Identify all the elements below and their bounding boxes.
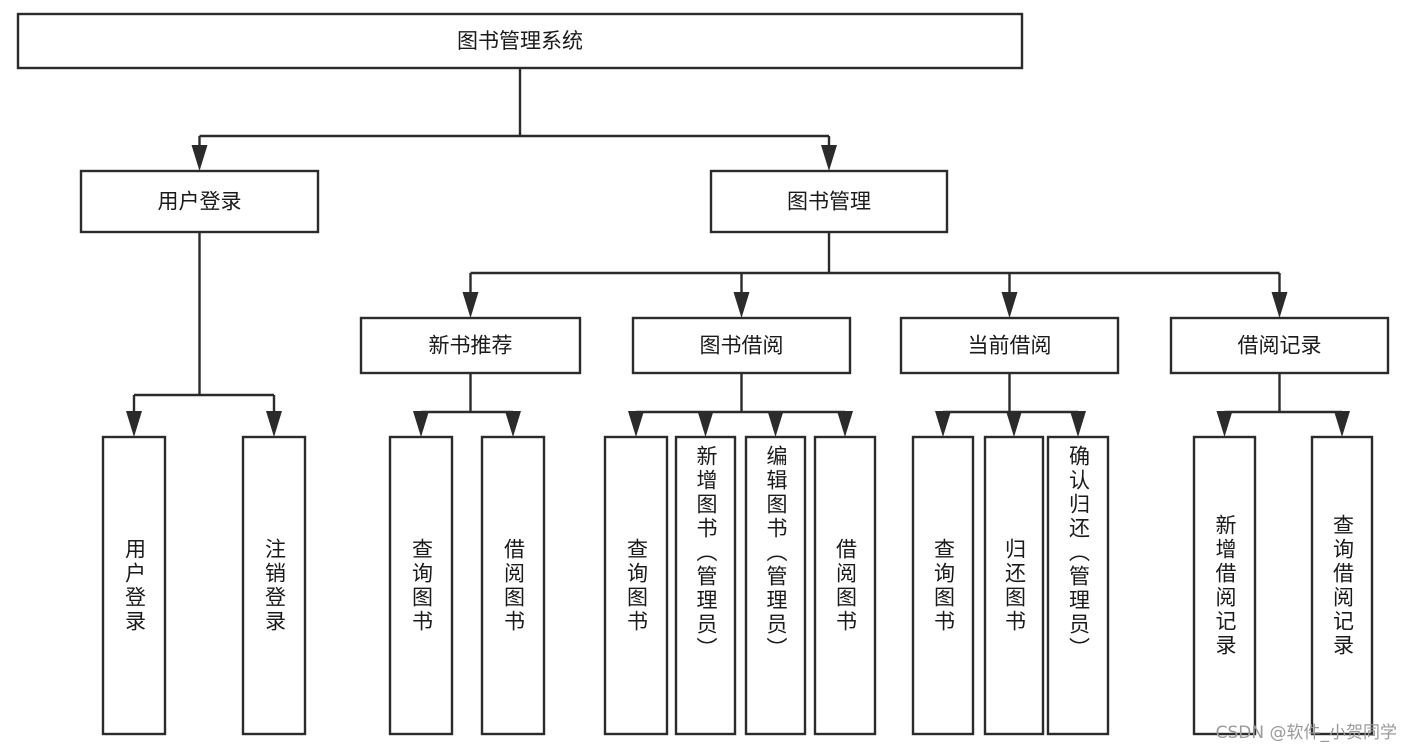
arrow-head-icon <box>837 411 853 437</box>
node-leaf-confirm-return-admin-box[interactable] <box>1046 435 1110 736</box>
node-leaf-query-book-3-box[interactable] <box>911 435 975 736</box>
node-root[interactable]: 图书管理系统 <box>16 12 1024 70</box>
node-leaf-user-logout[interactable] <box>241 435 307 736</box>
node-leaf-borrow-book-1-box[interactable] <box>480 435 546 736</box>
node-borrow-record-box[interactable] <box>1169 316 1390 375</box>
node-leaf-add-borrow-record-box[interactable] <box>1192 435 1257 736</box>
node-leaf-borrow-book-2[interactable] <box>813 435 877 736</box>
node-leaf-query-book-1[interactable] <box>388 435 454 736</box>
node-leaf-return-book-box[interactable] <box>983 435 1045 736</box>
node-book-manage-box[interactable] <box>709 169 949 234</box>
node-leaf-add-book-admin[interactable] <box>674 435 737 736</box>
node-book-borrow-box[interactable] <box>631 316 852 375</box>
node-new-book-recommend[interactable]: 新书推荐 <box>359 316 582 375</box>
arrow-head-icon <box>935 411 951 437</box>
node-leaf-confirm-return-admin[interactable] <box>1046 435 1110 736</box>
node-user-login[interactable]: 用户登录 <box>79 169 320 234</box>
node-leaf-user-logout-box[interactable] <box>241 435 307 736</box>
node-leaf-borrow-book-1[interactable] <box>480 435 546 736</box>
node-leaf-query-book-2-box[interactable] <box>603 435 669 736</box>
node-root-box[interactable] <box>16 12 1024 70</box>
arrow-head-icon <box>767 411 784 437</box>
arrow-head-icon <box>628 411 644 437</box>
node-leaf-borrow-book-2-box[interactable] <box>813 435 877 736</box>
node-borrow-record[interactable]: 借阅记录 <box>1169 316 1390 375</box>
node-current-borrow-box[interactable] <box>899 316 1120 375</box>
arrow-head-icon <box>697 411 714 437</box>
node-leaf-user-login-box[interactable] <box>101 435 167 736</box>
node-book-borrow-label: 图书借阅 <box>700 334 784 358</box>
node-book-manage-label: 图书管理 <box>787 190 871 214</box>
arrow-head-icon <box>126 411 142 437</box>
arrow-head-icon <box>1001 292 1018 318</box>
node-new-book-recommend-box[interactable] <box>359 316 582 375</box>
arrow-head-icon <box>821 145 837 171</box>
arrow-head-icon <box>1216 411 1233 437</box>
node-leaf-user-login[interactable] <box>101 435 167 736</box>
node-new-book-recommend-label: 新书推荐 <box>429 334 513 358</box>
node-leaf-edit-book-admin-box[interactable] <box>744 435 807 736</box>
arrow-head-icon <box>1006 411 1022 437</box>
node-user-login-label: 用户登录 <box>158 190 242 214</box>
node-root-label: 图书管理系统 <box>457 29 583 53</box>
node-book-borrow[interactable]: 图书借阅 <box>631 316 852 375</box>
node-leaf-add-book-admin-box[interactable] <box>674 435 737 736</box>
node-leaf-edit-book-admin[interactable] <box>744 435 807 736</box>
arrow-head-icon <box>1334 411 1350 437</box>
node-leaf-query-borrow-record[interactable] <box>1310 435 1374 736</box>
arrow-head-icon <box>191 145 208 171</box>
node-leaf-query-book-1-box[interactable] <box>388 435 454 736</box>
node-user-login-box[interactable] <box>79 169 320 234</box>
node-leaf-query-book-3[interactable] <box>911 435 975 736</box>
node-borrow-record-label: 借阅记录 <box>1238 334 1322 358</box>
arrow-head-icon <box>413 411 429 437</box>
node-leaf-query-book-2[interactable] <box>603 435 669 736</box>
arrow-head-icon <box>266 411 282 437</box>
node-leaf-return-book[interactable] <box>983 435 1045 736</box>
arrow-head-icon <box>462 292 479 318</box>
node-book-manage[interactable]: 图书管理 <box>709 169 949 234</box>
arrow-head-icon <box>1271 292 1288 318</box>
arrow-head-icon <box>505 411 521 437</box>
node-leaf-query-borrow-record-box[interactable] <box>1310 435 1374 736</box>
node-current-borrow[interactable]: 当前借阅 <box>899 316 1120 375</box>
arrow-head-icon <box>1070 411 1086 437</box>
node-leaf-add-borrow-record[interactable] <box>1192 435 1257 736</box>
node-current-borrow-label: 当前借阅 <box>968 334 1052 358</box>
watermark-text: CSDN @软件_小贺同学 <box>1215 723 1397 743</box>
arrow-head-icon <box>733 292 750 318</box>
